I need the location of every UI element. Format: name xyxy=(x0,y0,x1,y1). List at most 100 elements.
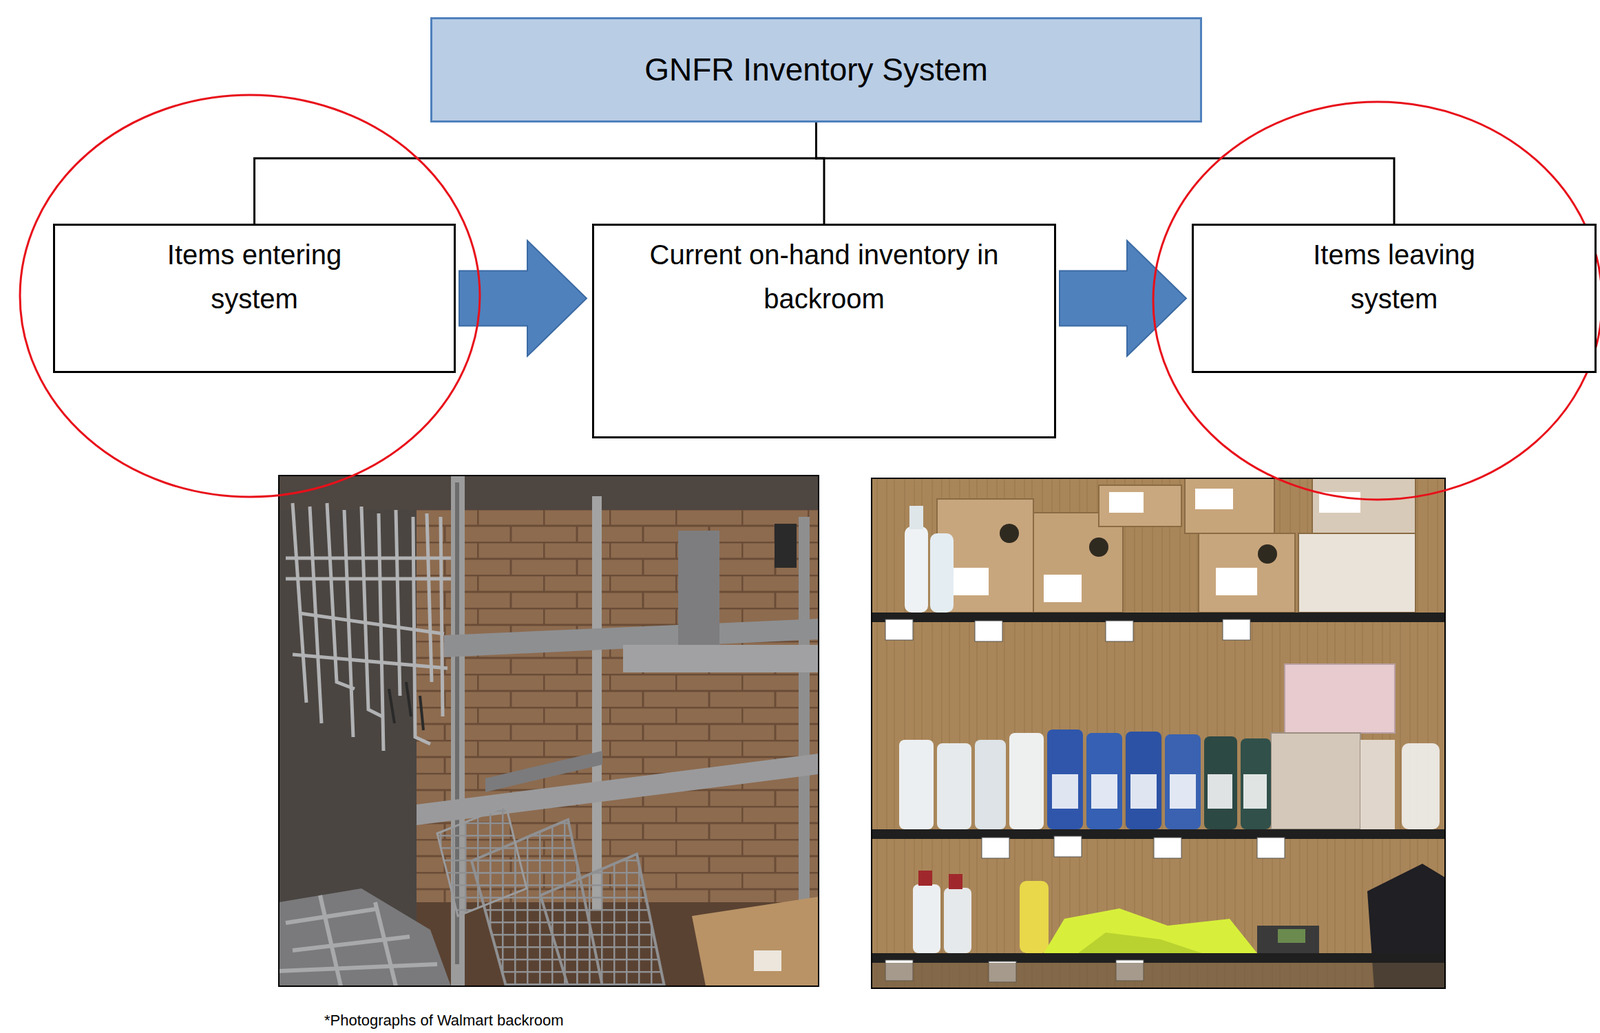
illustration-part xyxy=(937,743,972,830)
illustration-part xyxy=(974,740,1006,830)
highlight-ellipse xyxy=(19,95,480,498)
illustration-part xyxy=(1169,774,1196,809)
tree-connector xyxy=(254,122,817,224)
illustration-part xyxy=(485,751,603,793)
illustration-part xyxy=(947,488,1361,603)
illustration-part xyxy=(344,510,354,738)
illustration-part xyxy=(623,645,819,673)
illustration-part xyxy=(1298,533,1416,613)
illustration-part xyxy=(1019,881,1049,954)
illustration-part xyxy=(388,682,424,731)
illustration-part xyxy=(1270,733,1361,830)
illustration-part xyxy=(1277,929,1306,944)
illustration-part xyxy=(1105,620,1134,642)
illustration-part xyxy=(292,503,307,703)
illustration-part xyxy=(375,902,396,987)
illustration-part xyxy=(871,478,1446,989)
illustration-part xyxy=(1312,478,1416,534)
illustration-part xyxy=(937,478,1416,613)
illustration-part xyxy=(981,836,1285,859)
illustration-part xyxy=(278,475,819,511)
illustration-part xyxy=(1284,664,1395,734)
illustration-part xyxy=(1153,837,1182,859)
illustration-part xyxy=(1401,743,1440,830)
illustration-part xyxy=(416,753,819,826)
illustration-part xyxy=(1215,567,1258,596)
illustration-part xyxy=(285,909,376,924)
illustration-part xyxy=(378,513,384,752)
illustration-part xyxy=(678,530,720,648)
illustration-part xyxy=(909,506,924,530)
illustration-part xyxy=(871,963,1446,989)
illustration-part xyxy=(1164,734,1201,830)
illustration-part xyxy=(1051,774,1079,809)
illustration-part xyxy=(691,897,819,987)
illustration-part xyxy=(395,510,400,697)
illustration-part xyxy=(1089,537,1109,557)
illustration-part xyxy=(1130,774,1157,809)
illustration-part xyxy=(899,740,934,830)
illustration-part xyxy=(871,478,1446,989)
illustration-part xyxy=(419,696,424,731)
illustration-part xyxy=(871,953,1446,964)
illustration-part xyxy=(1360,740,1395,830)
process-box: Items entering system xyxy=(53,223,456,374)
illustration-part xyxy=(320,895,341,987)
illustration-part xyxy=(292,937,410,951)
illustration-part xyxy=(753,950,782,972)
illustration-part xyxy=(292,654,448,669)
illustration-part xyxy=(1204,736,1238,830)
illustration-part xyxy=(278,475,819,987)
illustration-part xyxy=(943,888,972,954)
block-arrow xyxy=(1059,240,1187,357)
illustration-part xyxy=(540,854,665,987)
box-label: Items entering system xyxy=(141,232,369,321)
illustration-part xyxy=(918,870,933,887)
illustration-part xyxy=(1078,932,1203,954)
illustration-part xyxy=(904,526,929,613)
illustration-part xyxy=(999,523,1019,544)
illustration-part xyxy=(981,837,1010,859)
illustration-part xyxy=(278,964,438,972)
illustration-part xyxy=(285,556,451,561)
illustration-part xyxy=(1109,492,1144,513)
illustration-part xyxy=(1051,774,1267,809)
illustration-part xyxy=(1009,733,1044,830)
illustration-part xyxy=(1198,533,1296,613)
illustration-part xyxy=(1043,908,1258,954)
illustration-part xyxy=(1086,733,1123,830)
illustration-part xyxy=(1033,512,1123,613)
tree-connector xyxy=(816,122,825,224)
illustration-part xyxy=(278,475,819,987)
illustration-part xyxy=(1091,774,1118,809)
illustration-part xyxy=(1125,731,1162,830)
illustration-part xyxy=(437,806,527,917)
tree-connector xyxy=(816,122,1395,224)
illustration-part xyxy=(1207,774,1233,809)
box-label: Items leaving system xyxy=(1280,232,1508,321)
title-box: GNFR Inventory System xyxy=(430,17,1203,123)
left-photo xyxy=(278,475,819,987)
illustration-part xyxy=(278,475,819,987)
illustration-part xyxy=(278,888,451,987)
illustration-part xyxy=(912,884,941,954)
illustration-part xyxy=(999,523,1278,564)
illustration-part xyxy=(426,513,432,683)
illustration-part xyxy=(974,620,1003,642)
illustration-part xyxy=(885,619,1251,642)
title-text: GNFR Inventory System xyxy=(644,50,988,89)
illustration-part xyxy=(1257,544,1278,564)
illustration-part xyxy=(774,523,797,568)
illustration-part xyxy=(388,689,395,724)
illustration-part xyxy=(1047,729,1083,830)
illustration-part xyxy=(885,619,913,641)
illustration-part xyxy=(1257,837,1285,859)
illustration-part xyxy=(899,729,1440,830)
block-arrow xyxy=(459,240,587,357)
highlight-ellipse xyxy=(1153,101,1600,500)
illustration-part xyxy=(871,478,1446,989)
illustration-part xyxy=(592,496,602,910)
